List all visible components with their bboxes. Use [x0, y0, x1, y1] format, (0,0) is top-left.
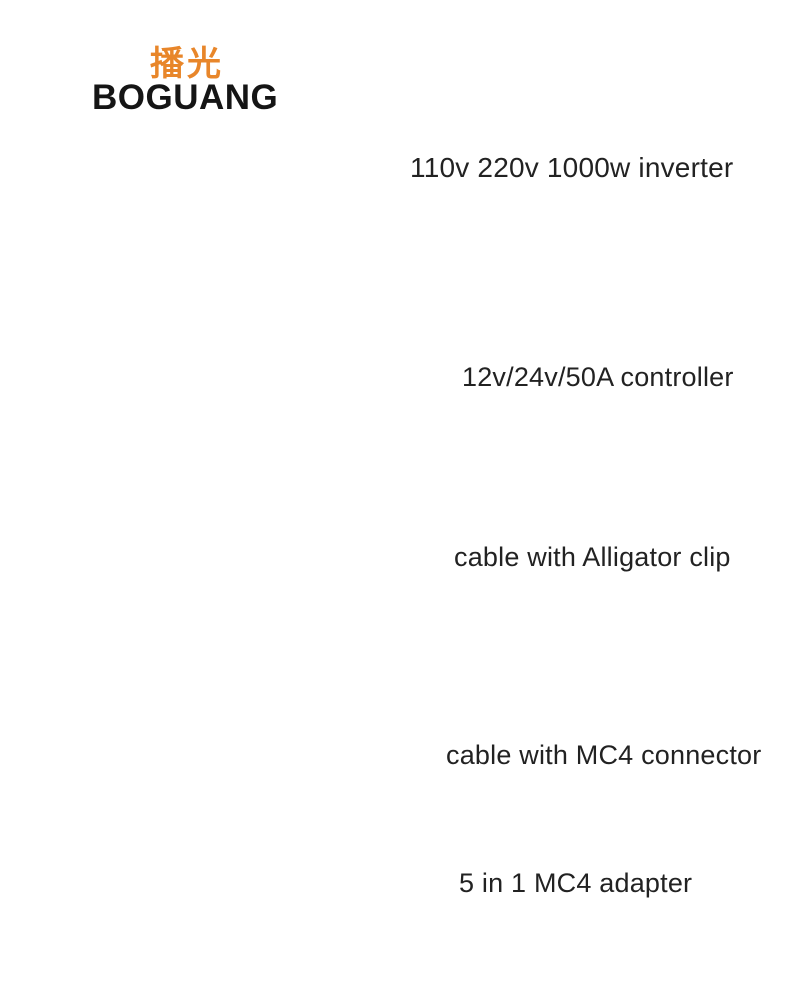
- inverter-sub-text: DC 12V to AC 220V: [503, 249, 565, 256]
- solar-panel-5: [121, 309, 427, 939]
- brand-name-cn: 播光: [150, 44, 224, 84]
- inverter-label: 110v 220v 1000w inverter: [410, 152, 734, 183]
- controller-label: 12v/24v/50A controller: [462, 362, 734, 392]
- inverter-header-text: PURE SINE WAVE POWER INVERTER: [503, 232, 673, 243]
- inverter-power-text: 1000W: [632, 243, 680, 260]
- brand-name: BOGUANG: [92, 78, 279, 117]
- alligator-cable-label: cable with Alligator clip: [454, 542, 731, 572]
- mc4-adapter-label: 5 in 1 MC4 adapter: [459, 868, 693, 898]
- controller-model-text: CM4024Z: [624, 485, 655, 492]
- mc4-cable-label: cable with MC4 connector: [446, 740, 762, 770]
